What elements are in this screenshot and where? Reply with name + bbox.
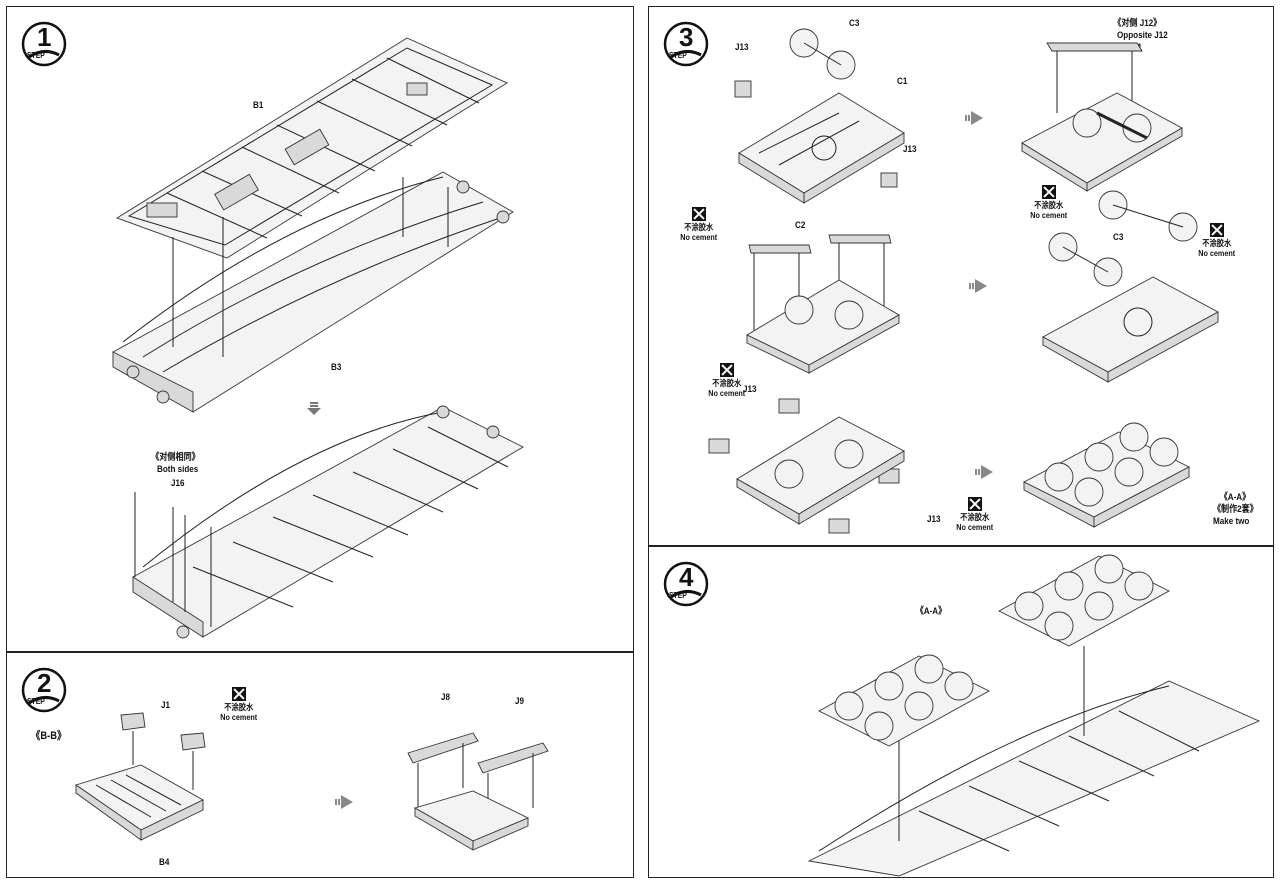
- no-cement-en: No cement: [1030, 209, 1068, 220]
- no-cement-note-4: 不涂胶水 No cement: [705, 363, 748, 398]
- label-both-sides-en: Both sides: [157, 464, 199, 475]
- label-make-two-en: Make two: [1213, 516, 1250, 527]
- bogie-c2-drawing: [746, 234, 900, 374]
- bogie-assembly-aa-drawing: [1023, 422, 1190, 528]
- step-3-word: STEP: [669, 51, 687, 60]
- no-cement-en: No cement: [1198, 247, 1236, 258]
- final-assembly-drawing: [807, 554, 1261, 877]
- no-cement-cn: 不涂胶水: [1034, 200, 1064, 210]
- step-2-number: 2: [37, 668, 52, 698]
- bogie-j11-drawing: [1021, 42, 1183, 192]
- bogie-c1-drawing: [734, 28, 905, 204]
- label-j9: J9: [515, 696, 524, 707]
- label-c1: C1: [897, 76, 908, 87]
- bogie-frame-b4-drawing: [74, 712, 206, 841]
- label-c3-b: C3: [1113, 232, 1124, 243]
- no-cement-cn: 不涂胶水: [1202, 238, 1232, 248]
- label-j13-b: J13: [903, 144, 917, 155]
- step-1-badge: [21, 21, 67, 67]
- label-b3: B3: [331, 362, 342, 373]
- no-cement-icon: [691, 207, 706, 221]
- step-1-word: STEP: [27, 51, 45, 60]
- no-cement-cn: 不涂胶水: [960, 512, 990, 522]
- label-j16: J16: [171, 478, 185, 489]
- no-cement-icon: [719, 363, 734, 377]
- label-view-bb: 《B-B》: [31, 730, 67, 742]
- no-cement-cn: 不涂胶水: [712, 378, 742, 388]
- label-view-aa: 《A-A》: [1219, 492, 1251, 503]
- step-1-panel: 1 STEP B1 B3: [6, 6, 634, 652]
- right-arrow-icon: [969, 279, 987, 293]
- step-3-panel: 3 STEP J13 C3 C1 J13 不涂胶水 No cement 《对侧 …: [648, 6, 1274, 546]
- right-arrow-icon: [335, 795, 353, 809]
- no-cement-note-2: 不涂胶水 No cement: [1027, 185, 1070, 220]
- step-2-badge: [21, 667, 67, 713]
- no-cement-icon: [967, 497, 982, 511]
- step-4-badge: [663, 561, 709, 607]
- bogie-with-j8-j9-drawing: [407, 732, 549, 851]
- label-j13-d: J13: [927, 514, 941, 525]
- chassis-b3-drawing: [112, 171, 514, 413]
- step-4-word: STEP: [669, 591, 687, 600]
- down-arrow-icon: [307, 402, 321, 415]
- no-cement-icon: [1209, 223, 1224, 237]
- no-cement-en: No cement: [680, 231, 718, 242]
- label-b4: B4: [159, 857, 170, 868]
- label-j1: J1: [161, 700, 170, 711]
- no-cement-icon: [1041, 185, 1056, 199]
- step-4-panel: 4 STEP 《A-A》: [648, 546, 1274, 878]
- label-b1: B1: [253, 100, 264, 111]
- step-4-number: 4: [679, 562, 694, 592]
- right-arrow-icon: [975, 465, 993, 479]
- no-cement-en: No cement: [956, 521, 994, 532]
- bogie-j13-drawing: [708, 398, 905, 534]
- label-make-two-cn: 《制作2套》: [1212, 504, 1258, 515]
- label-both-sides-cn: 《对侧相同》: [151, 452, 200, 463]
- no-cement-en: No cement: [220, 711, 258, 722]
- chassis-assembled-drawing: [132, 405, 524, 639]
- bogie-c3-wheels-drawing: [1042, 190, 1219, 383]
- no-cement-cn: 不涂胶水: [224, 702, 254, 712]
- label-opposite-en: Opposite J12: [1117, 30, 1168, 41]
- no-cement-note-1: 不涂胶水 No cement: [677, 207, 720, 242]
- no-cement-note-3: 不涂胶水 No cement: [1195, 223, 1238, 258]
- no-cement-en: No cement: [708, 387, 746, 398]
- label-opposite-cn: 《对侧 J12》: [1113, 18, 1162, 29]
- label-c2: C2: [795, 220, 806, 231]
- step-2-word: STEP: [27, 697, 45, 706]
- label-c3-a: C3: [849, 18, 860, 29]
- step-1-number: 1: [37, 22, 52, 52]
- no-cement-note: 不涂胶水 No cement: [217, 687, 260, 722]
- no-cement-icon: [231, 687, 246, 701]
- label-j8: J8: [441, 692, 450, 703]
- no-cement-note-5: 不涂胶水 No cement: [953, 497, 996, 532]
- step-3-badge: [663, 21, 709, 67]
- step-2-panel: 2 STEP 《B-B》 J1 不涂胶水 No cement B4 J8 J9: [6, 652, 634, 878]
- label-j13-c: J13: [743, 384, 757, 395]
- label-view-aa-step4: 《A-A》: [915, 606, 947, 617]
- right-arrow-icon: [965, 111, 983, 125]
- deck-b1-drawing: [115, 37, 508, 259]
- step-3-number: 3: [679, 22, 694, 52]
- label-j13-a: J13: [735, 42, 749, 53]
- no-cement-cn: 不涂胶水: [684, 222, 714, 232]
